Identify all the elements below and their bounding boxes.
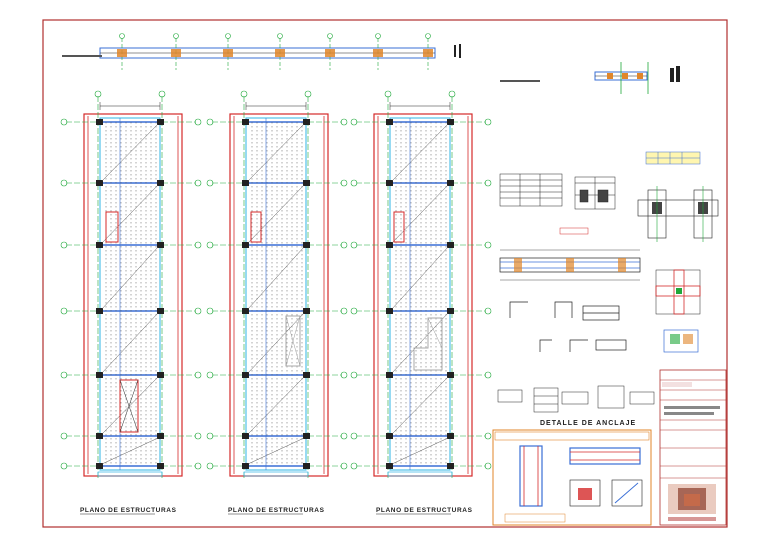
plan-title-3: PLANO DE ESTRUCTURAS — [376, 507, 473, 514]
plan-title-2: PLANO DE ESTRUCTURAS — [228, 507, 325, 514]
long-beam-detail — [499, 249, 641, 281]
column-cross-detail — [655, 269, 701, 315]
small-tables — [497, 385, 655, 413]
blue-detail-box — [663, 329, 699, 353]
top-small-labels — [62, 55, 540, 82]
plan-title-1: PLANO DE ESTRUCTURAS — [80, 507, 177, 514]
structural-plan-3 — [350, 90, 492, 480]
title-block — [659, 369, 727, 526]
right-beam-elevation — [454, 44, 680, 94]
structural-plan-2 — [206, 90, 348, 480]
schedule-table-2 — [574, 176, 616, 210]
plan-titles: PLANO DE ESTRUCTURAS PLANO DE ESTRUCTURA… — [80, 507, 473, 515]
red-label-1 — [559, 227, 589, 235]
structural-plan-1 — [60, 90, 202, 480]
schedule-table-1 — [499, 173, 563, 207]
hook-details — [509, 301, 627, 352]
anchorage-detail-box — [492, 429, 652, 526]
column-joint-detail — [637, 186, 719, 242]
colored-table — [645, 151, 701, 165]
detail-title: DETALLE DE ANCLAJE — [540, 420, 636, 427]
sheet-frame — [42, 19, 728, 528]
title-block-logo — [668, 484, 716, 514]
top-beam-elevation — [99, 33, 436, 70]
